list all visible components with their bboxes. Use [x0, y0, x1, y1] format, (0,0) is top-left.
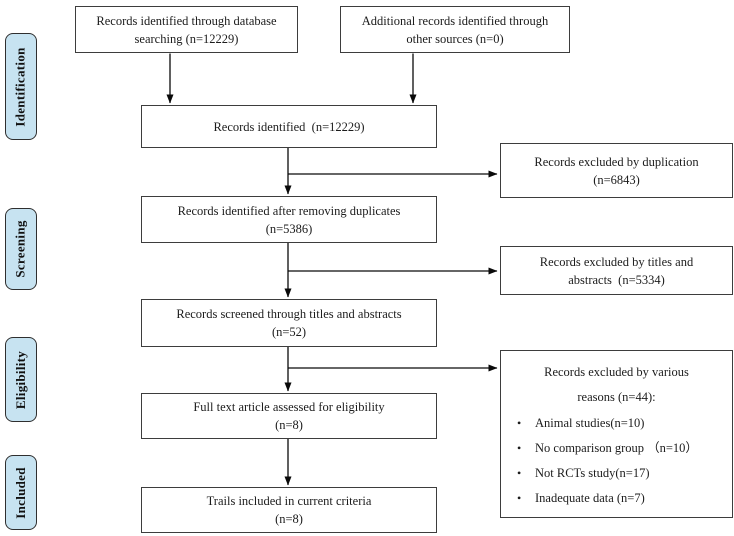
- box-text: (n=6843): [593, 172, 640, 187]
- box-text: Records identified through database: [96, 13, 277, 28]
- box-excluded-titles-abstracts: Records excluded by titles and abstracts…: [500, 246, 733, 295]
- box-text: Records identified after removing duplic…: [177, 203, 401, 218]
- exclusion-reason-list: Animal studies(n=10) No comparison group…: [509, 411, 724, 511]
- box-text: (n=8): [275, 418, 303, 432]
- list-item-text: Inadequate data (n=7): [535, 491, 645, 505]
- stage-label-identification: Identification: [5, 33, 37, 140]
- stage-label-screening: Screening: [5, 208, 37, 290]
- box-text: (n=8): [275, 512, 303, 526]
- box-text: (n=5386): [265, 221, 313, 236]
- box-text: Trails included in current criteria: [206, 494, 372, 508]
- box-records-identified: Records identified (n=12229): [141, 105, 437, 148]
- box-excluded-various-reasons: Records excluded by various reasons (n=4…: [500, 350, 733, 518]
- list-item: Inadequate data (n=7): [509, 486, 724, 511]
- list-item: Not RCTs study(n=17): [509, 461, 724, 486]
- box-text: Records screened through titles and abst…: [176, 307, 402, 321]
- box-text: Additional records identified through: [361, 13, 549, 28]
- box-text: (n=52): [271, 325, 307, 339]
- box-fulltext-assessed: Full text article assessed for eligibili…: [141, 393, 437, 439]
- box-after-removing-duplicates: Records identified after removing duplic…: [141, 196, 437, 243]
- box-text: reasons (n=44):: [577, 390, 656, 404]
- box-text: Full text article assessed for eligibili…: [193, 400, 385, 414]
- box-text: Records excluded by various: [544, 365, 689, 379]
- box-text: Records excluded by titles and: [539, 254, 694, 269]
- box-trials-included: Trails included in current criteria (n=8…: [141, 487, 437, 533]
- box-records-database-search: Records identified through database sear…: [75, 6, 298, 53]
- box-text: other sources (n=0): [406, 31, 504, 46]
- list-item-text: Not RCTs study(n=17): [535, 466, 650, 480]
- box-text: Records excluded by duplication: [534, 154, 699, 169]
- box-text: abstracts (n=5334): [568, 272, 665, 287]
- list-item-text: Animal studies(n=10): [535, 416, 645, 430]
- stage-label-eligibility: Eligibility: [5, 337, 37, 422]
- list-item: No comparison group （n=10）: [509, 436, 724, 461]
- box-text: searching (n=12229): [134, 31, 239, 46]
- box-records-screened: Records screened through titles and abst…: [141, 299, 437, 347]
- box-additional-records: Additional records identified through ot…: [340, 6, 570, 53]
- list-item: Animal studies(n=10): [509, 411, 724, 436]
- box-excluded-duplication: Records excluded by duplication (n=6843): [500, 143, 733, 198]
- box-text: Records identified (n=12229): [213, 119, 365, 134]
- stage-label-included: Included: [5, 455, 37, 530]
- list-item-text: No comparison group （n=10）: [535, 441, 698, 455]
